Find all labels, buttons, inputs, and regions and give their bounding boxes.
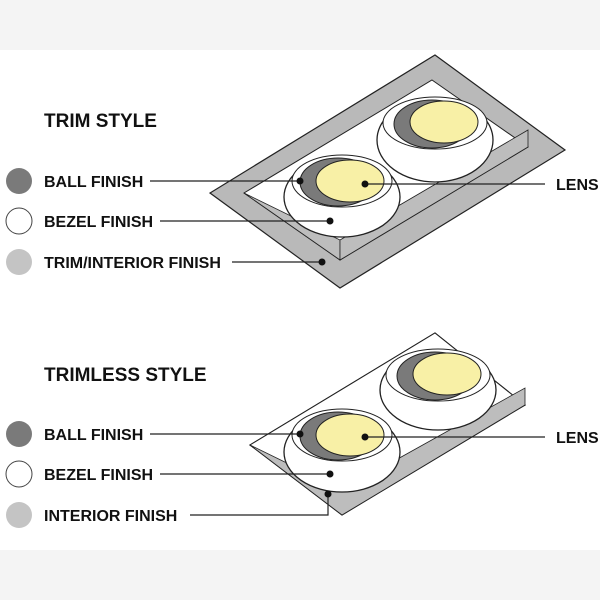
trimless-style-title: TRIMLESS STYLE	[44, 365, 207, 386]
trim-interior-finish-swatch	[6, 249, 32, 275]
legend-bezel-finish-label: BEZEL FINISH	[44, 467, 153, 484]
ball-finish-swatch	[6, 168, 32, 194]
trimless-style-fixture	[248, 332, 527, 516]
trim-style-fixture	[208, 54, 567, 289]
legend-interior-finish-label: INTERIOR FINISH	[44, 508, 177, 525]
bezel-finish-swatch	[5, 207, 33, 235]
legend-ball-finish-label: BALL FINISH	[44, 174, 143, 191]
trimless-module-front	[283, 408, 401, 493]
trim-style-title: TRIM STYLE	[44, 111, 157, 132]
trim-module-back	[376, 96, 494, 183]
trimless-leader-dots	[296, 430, 369, 498]
trim-lens-label: LENS	[556, 177, 599, 194]
trimless-leader-lines	[150, 433, 545, 516]
bezel-finish-swatch	[5, 460, 33, 488]
trim-module-front	[283, 154, 401, 238]
trim-leader-dots	[296, 177, 369, 266]
legend-trim-interior-finish-label: TRIM/INTERIOR FINISH	[44, 255, 221, 272]
trimless-lens-label: LENS	[556, 430, 599, 447]
trim-leader-lines	[150, 180, 545, 263]
legend-ball-finish-label: BALL FINISH	[44, 427, 143, 444]
trimless-module-back	[379, 348, 497, 431]
legend-bezel-finish-label: BEZEL FINISH	[44, 214, 153, 231]
interior-finish-swatch	[6, 502, 32, 528]
ball-finish-swatch	[6, 421, 32, 447]
